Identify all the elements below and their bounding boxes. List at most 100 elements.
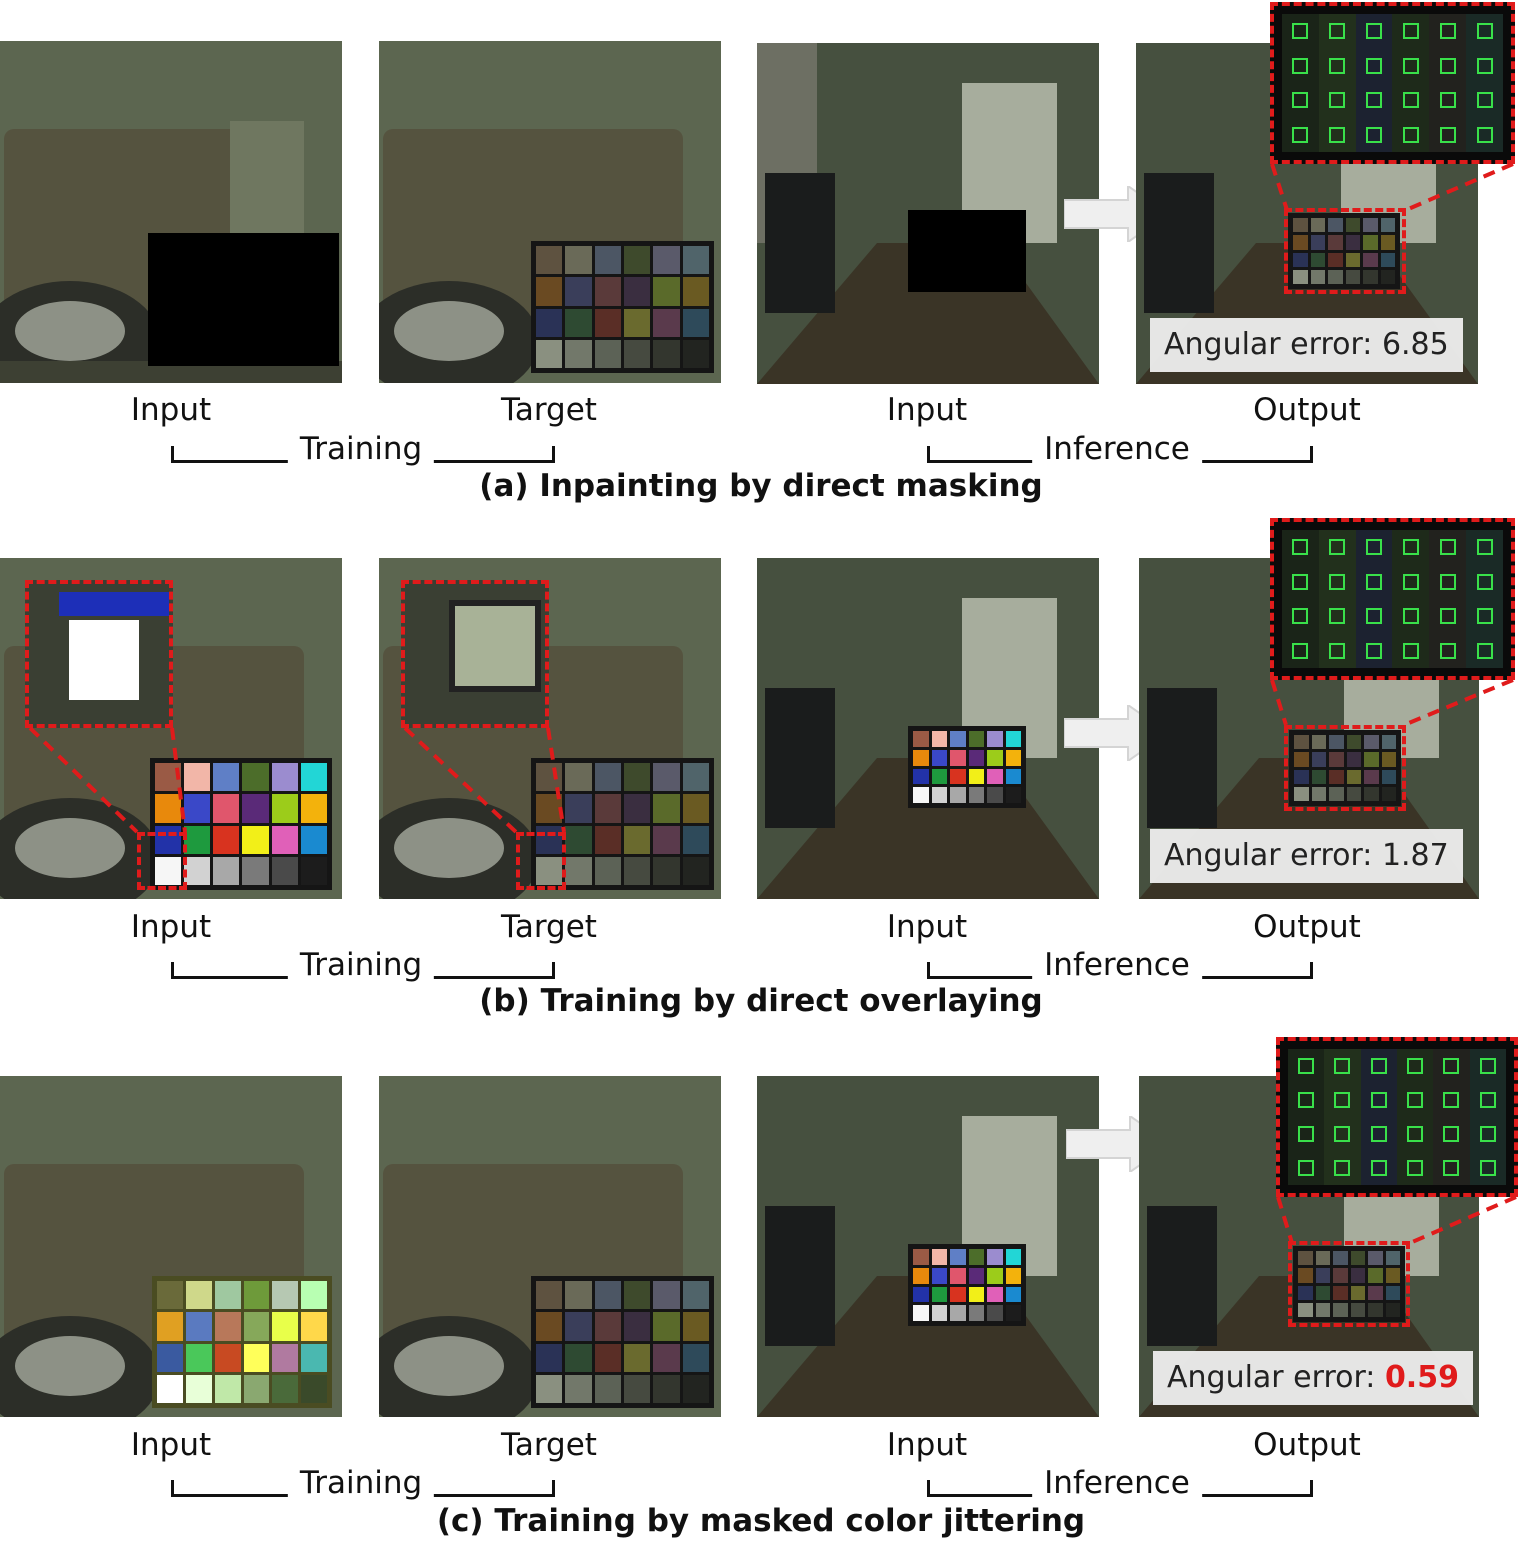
color-patch (1346, 786, 1361, 801)
label-inference-output: Output (1253, 909, 1361, 945)
patch-marker (1433, 1117, 1470, 1151)
color-patch (1385, 1268, 1400, 1283)
color-patch (968, 1286, 984, 1303)
color-patch (931, 787, 947, 803)
color-patch (987, 1286, 1003, 1303)
label-inference-input: Input (886, 909, 968, 945)
synthetic-color-checker (908, 726, 1026, 808)
color-patch (185, 1343, 212, 1372)
patch-marker (1288, 1151, 1325, 1185)
color-patch (1293, 269, 1308, 284)
color-patch (214, 1281, 241, 1310)
color-patch (1311, 752, 1326, 767)
error-value: 6.85 (1381, 327, 1449, 362)
color-patch (931, 1267, 947, 1284)
color-patch (968, 1249, 984, 1265)
color-patch (242, 856, 269, 885)
patch-marker (1392, 48, 1430, 83)
color-patch (1328, 218, 1343, 233)
color-patch (594, 1281, 621, 1310)
error-label: Angular error: (1164, 327, 1382, 362)
color-patch (1315, 1268, 1330, 1283)
color-patch (594, 308, 621, 337)
color-patch (1311, 786, 1326, 801)
patch-marker (1396, 1117, 1434, 1151)
inference-bracket-label: Inference (1032, 947, 1202, 983)
color-patch (565, 763, 592, 792)
color-patch (624, 339, 651, 368)
color-patch (950, 1305, 966, 1321)
label-training-target: Target (501, 909, 597, 945)
label-inference-output: Output (1253, 392, 1361, 428)
patch-marker (1429, 530, 1467, 565)
color-patch (1005, 749, 1021, 766)
inpainting-mask (908, 210, 1026, 292)
patch-marker (1318, 633, 1356, 668)
color-patch (682, 856, 709, 885)
color-patch (184, 856, 211, 885)
color-patch (950, 731, 966, 747)
color-patch (536, 277, 563, 306)
patch-marker (1288, 1083, 1325, 1117)
color-patch (1005, 768, 1021, 785)
color-patch (1346, 752, 1361, 767)
error-value: 1.87 (1381, 838, 1449, 873)
color-patch (1346, 735, 1361, 750)
patch-marker (1355, 117, 1393, 152)
patch-marker-grid (1282, 14, 1503, 152)
patch-marker (1282, 564, 1319, 599)
patch-marker (1392, 633, 1430, 668)
panel-a: Angular error: 6.85 Input Target Input O… (0, 0, 1522, 510)
patch-marker (1288, 1117, 1325, 1151)
jittered-color-checker (152, 1276, 332, 1408)
color-patch (155, 794, 182, 823)
color-patch (624, 1374, 651, 1403)
color-patch (536, 1343, 563, 1372)
color-patch (1311, 769, 1326, 784)
zoom-source-box (1284, 208, 1406, 294)
color-patch (682, 246, 709, 275)
patch-marker (1469, 1083, 1506, 1117)
color-patch (968, 1305, 984, 1321)
color-patch (185, 1312, 212, 1341)
patch-marker-grid (1282, 530, 1503, 668)
color-patch (536, 246, 563, 275)
training-bracket-label: Training (287, 431, 435, 467)
panel-caption: (b) Training by direct overlaying (479, 983, 1043, 1019)
color-patch (242, 825, 269, 854)
training-bracket-label: Training (287, 947, 435, 983)
color-patch (653, 339, 680, 368)
color-patch (931, 768, 947, 785)
color-patch (1350, 1302, 1365, 1317)
color-patch (185, 1374, 212, 1403)
color-patch (1363, 218, 1378, 233)
color-patch (184, 763, 211, 792)
color-patch (594, 763, 621, 792)
color-patch (913, 1267, 929, 1284)
color-patch (682, 1343, 709, 1372)
color-patch (243, 1312, 270, 1341)
color-patch (1294, 752, 1309, 767)
color-patch (1315, 1251, 1330, 1266)
panel-caption: (a) Inpainting by direct masking (479, 468, 1043, 504)
label-inference-output: Output (1253, 1427, 1361, 1463)
patch-marker (1360, 1151, 1397, 1185)
color-patch (300, 763, 327, 792)
color-patch (1310, 235, 1325, 250)
patch-marker (1318, 83, 1356, 118)
color-patch (565, 339, 592, 368)
color-patch (1345, 235, 1360, 250)
patch-marker (1282, 14, 1319, 49)
color-patch (1364, 752, 1379, 767)
color-patch (565, 856, 592, 885)
color-patch (913, 731, 929, 747)
patch-marker (1429, 83, 1467, 118)
patch-marker (1355, 83, 1393, 118)
color-patch (1310, 252, 1325, 267)
patch-marker (1282, 117, 1319, 152)
color-patch (1294, 735, 1309, 750)
color-checker-chart (531, 241, 714, 373)
color-patch (987, 1249, 1003, 1265)
color-patch (987, 749, 1003, 766)
patch-marker (1433, 1049, 1470, 1083)
